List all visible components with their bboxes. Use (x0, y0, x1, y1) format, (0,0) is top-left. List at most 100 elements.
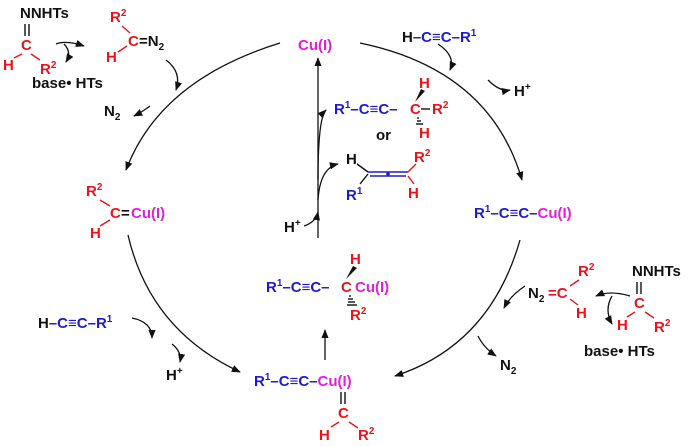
cycle-arc-left (127, 234, 241, 373)
hydrazone-left: NNHTs C H R2 (3, 5, 69, 78)
product-alkyne-mid: –C≡C– (350, 101, 397, 118)
migration-center-r2: R (350, 307, 361, 324)
diazo-right-eq-c: =C (548, 285, 568, 302)
product-alkyne-c: C (410, 101, 421, 118)
allene-r1-sup: 1 (357, 186, 363, 197)
migration-center-r2-sup: 2 (361, 306, 367, 317)
carbene-bottom-r: R (254, 373, 265, 390)
wedge-bond-product (415, 89, 425, 102)
base-hts-right: base• HTs (584, 343, 655, 360)
carbene-left-eq: = (121, 205, 130, 222)
carbene-left-r: R (86, 183, 97, 200)
diazo-top-n-sub: 2 (159, 42, 165, 53)
carbene-bottom-h: H (319, 427, 330, 444)
carbene-bottom-r2: R (358, 427, 369, 444)
alkyne-left: H–C≡C–R1 (38, 314, 113, 332)
svg-text:=N2: =N2 (139, 33, 165, 53)
alkyne-left-r-sup: 1 (107, 314, 113, 325)
arrow-diazo-in-left (165, 59, 183, 91)
carbene-left-r-sup: 2 (97, 182, 103, 193)
diazo-right-n-sub: 2 (539, 294, 545, 305)
alkyne-top: H–C≡C–R1 (402, 28, 477, 46)
arrow-n2-out-left (133, 105, 151, 117)
product-alkyne-r2: R (432, 101, 443, 118)
svg-text:R2: R2 (654, 318, 671, 336)
hydrazone-right-c: C (634, 295, 645, 312)
hydrazone-right-r-sup: 2 (665, 318, 671, 329)
svg-text:H+: H+ (166, 366, 183, 384)
hydrazone-right-nnhts: NNHTs (632, 263, 681, 280)
arrow-base-out-left (63, 43, 74, 63)
cycle-arc-top-left (125, 42, 281, 171)
cycle-arc-top-right (359, 42, 524, 181)
svg-text:R2: R2 (432, 100, 449, 118)
diazo-top-c: C (128, 33, 139, 50)
carbene-left-c: C (110, 205, 121, 222)
migration-center-r-sup: 1 (277, 278, 283, 289)
allene-central-carbon (386, 172, 390, 176)
product-alkyne-r: R (334, 101, 345, 118)
allene-h-right: H (408, 185, 419, 202)
h-plus-bottom-sup: + (177, 366, 183, 377)
svg-text:R1: R1 (346, 186, 363, 204)
side-arrows (55, 39, 631, 363)
allene-h-left: H (346, 151, 357, 168)
h-plus-top: H (514, 83, 525, 100)
migration-center-c: C (341, 279, 352, 296)
carbene-left: R2 C H = Cu(I) (86, 182, 165, 242)
acetylide-right-r: R (474, 205, 485, 222)
diazo-right-r-sup: 2 (589, 262, 595, 273)
alkyne-top-h: H (402, 29, 413, 46)
alkyne-left-mid: –C≡C– (49, 315, 96, 332)
arrow-n2-out-bottom (477, 335, 497, 357)
carbene-left-h: H (90, 225, 101, 242)
alkyne-top-mid: –C≡C– (413, 29, 460, 46)
h-plus-top-sup: + (525, 82, 531, 93)
base-hts-left: base• HTs (32, 75, 103, 92)
diazo-top: R 2 C H =N2 (106, 8, 165, 66)
diazo-top-eq-n: =N (139, 33, 159, 50)
diazo-top-r: R (110, 9, 121, 26)
allene-r1: R (346, 187, 357, 204)
hydrazone-left-h: H (3, 57, 14, 74)
h-plus-inner: H (284, 219, 295, 236)
diazo-right-h: H (576, 305, 587, 322)
svg-text:R1–C≡C–: R1–C≡C– (334, 100, 398, 118)
arrow-h-plus-in-inner (303, 211, 320, 227)
h-plus-inner-sup: + (295, 218, 301, 229)
diazo-right-r: R (578, 263, 589, 280)
diazo-top-h: H (106, 49, 117, 66)
h-plus-bottom: H (166, 367, 177, 384)
carbene-bottom: R1–C≡C–Cu(I) C H R2 (254, 372, 375, 444)
migration-center-r: R (266, 279, 277, 296)
cycle-arc-right (394, 239, 521, 377)
hydrazone-left-r-sup: 2 (51, 60, 57, 71)
carbene-bottom-mid: –C≡C– (270, 373, 317, 390)
arrow-alkyne-in-top (437, 43, 457, 71)
arrow-hydrazone-to-diazo-right (595, 289, 631, 297)
n2-left: N (104, 103, 115, 120)
cycle-arrows (125, 42, 524, 377)
svg-text:R2: R2 (414, 148, 431, 166)
product-alkyne-h1: H (419, 75, 430, 92)
svg-text:N2: N2 (104, 103, 121, 123)
hydrazone-right-r: R (654, 319, 665, 336)
allene-r2-sup: 2 (425, 148, 431, 159)
n2-bottom-sub: 2 (511, 366, 517, 377)
acetylide-right-r-sup: 1 (485, 204, 491, 215)
acetylide-right: R1–C≡C–Cu(I) (474, 204, 572, 222)
migration-center-mid: –C≡C– (282, 279, 329, 296)
arrow-to-product-alkyne (317, 109, 327, 181)
arrow-base-out-right (604, 295, 613, 325)
carbene-bottom-r2-sup: 2 (369, 426, 375, 437)
arrow-to-allene (317, 162, 339, 201)
carbene-bottom-r-sup: 1 (265, 372, 271, 383)
alkyne-left-r: R (96, 315, 107, 332)
svg-text:R2: R2 (40, 60, 57, 78)
hydrazone-left-r: R (40, 61, 51, 78)
hydrazone-right-h: H (617, 317, 628, 334)
hydrazone-left-nnhts: NNHTs (20, 5, 69, 22)
svg-text:R2: R2 (358, 426, 375, 444)
hydrazone-right: NNHTs C H R2 (617, 263, 681, 336)
